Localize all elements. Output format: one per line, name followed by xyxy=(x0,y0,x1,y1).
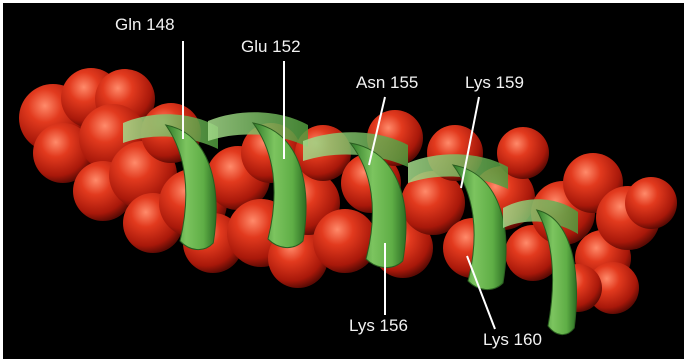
helix-scene xyxy=(3,3,684,359)
residue-spheres xyxy=(19,68,677,314)
label-glu152: Glu 152 xyxy=(241,37,301,57)
label-asn155: Asn 155 xyxy=(356,73,418,93)
residue-sphere xyxy=(625,177,677,229)
label-gln148: Gln 148 xyxy=(115,15,175,35)
label-lys160: Lys 160 xyxy=(483,330,542,350)
label-lys159: Lys 159 xyxy=(465,73,524,93)
residue-sphere xyxy=(313,209,377,273)
molecular-render-panel: Gln 148 Glu 152 Asn 155 Lys 159 Lys 156 … xyxy=(3,3,684,359)
label-lys156: Lys 156 xyxy=(349,316,408,336)
